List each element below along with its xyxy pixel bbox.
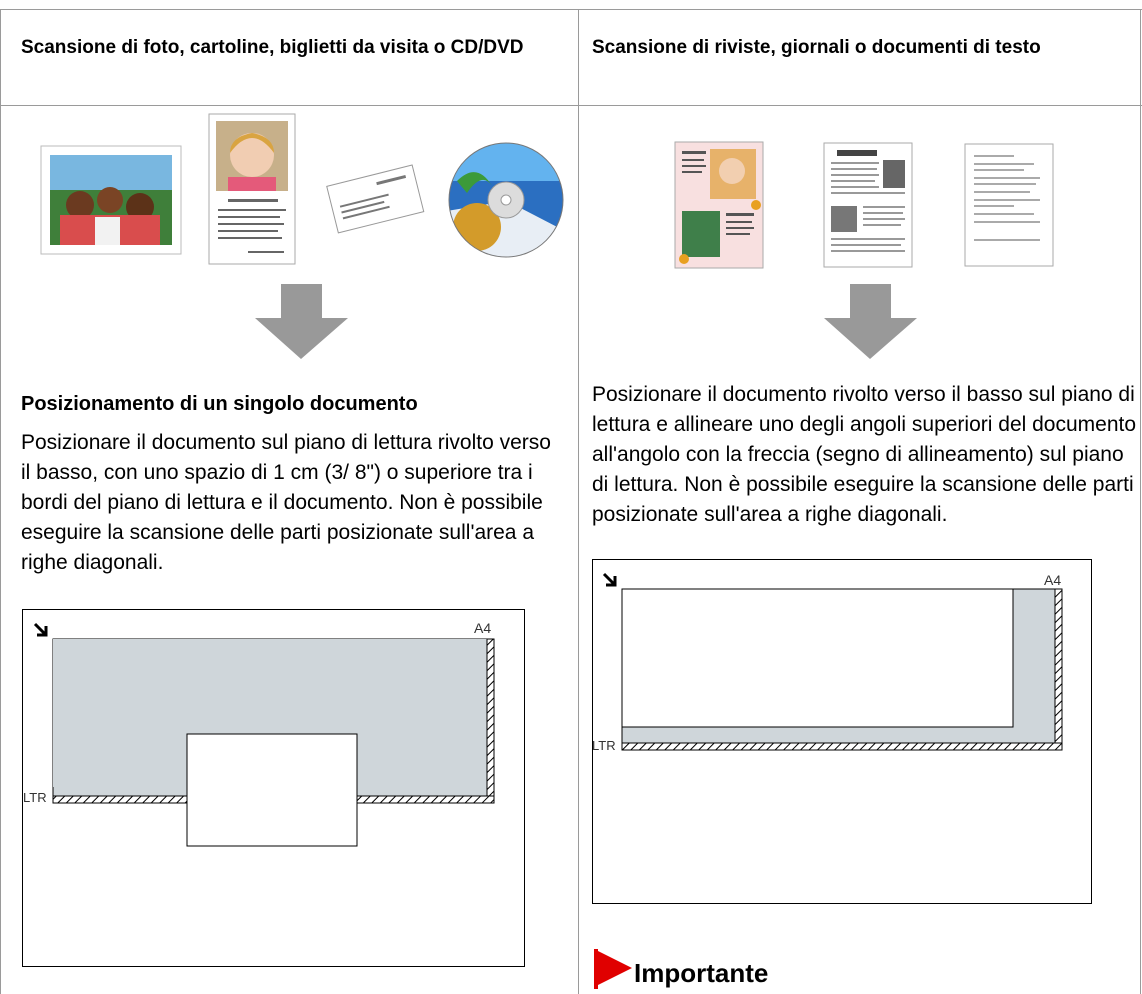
left-section-title: Posizionamento di un singolo documento [21, 393, 418, 415]
table-right-border [1140, 9, 1141, 994]
left-column-body: Posizionare il documento sul piano di le… [21, 431, 551, 574]
right-ltr-label: LTR [592, 738, 616, 753]
column-divider [578, 9, 579, 994]
left-a4-label: A4 [474, 620, 492, 636]
platen-diagram-corner [592, 559, 1092, 904]
right-column-body: Posizionare il documento rivolto verso i… [592, 383, 1137, 526]
table-top-border [0, 9, 1142, 10]
important-heading: Importante [634, 958, 769, 988]
right-column-header: Scansione di riviste, giornali o documen… [592, 37, 1041, 58]
down-arrow-icon [824, 284, 917, 359]
postcard-thumbnail [208, 113, 296, 265]
table-left-border [0, 9, 1, 994]
red-flag-icon [594, 949, 632, 989]
left-ltr-label: LTR [23, 790, 47, 805]
left-column-header: Scansione di foto, cartoline, biglietti … [21, 37, 524, 58]
text-document-thumbnail [964, 143, 1054, 267]
platen-diagram-single [22, 609, 525, 967]
magazine-thumbnail [674, 141, 764, 269]
down-arrow-icon [255, 284, 348, 359]
photo-thumbnail [40, 145, 182, 255]
newspaper-thumbnail [823, 142, 913, 268]
business-card-thumbnail [326, 164, 425, 234]
cd-dvd-thumbnail [448, 142, 564, 258]
header-divider [0, 105, 1142, 106]
right-a4-label: A4 [1044, 572, 1062, 588]
